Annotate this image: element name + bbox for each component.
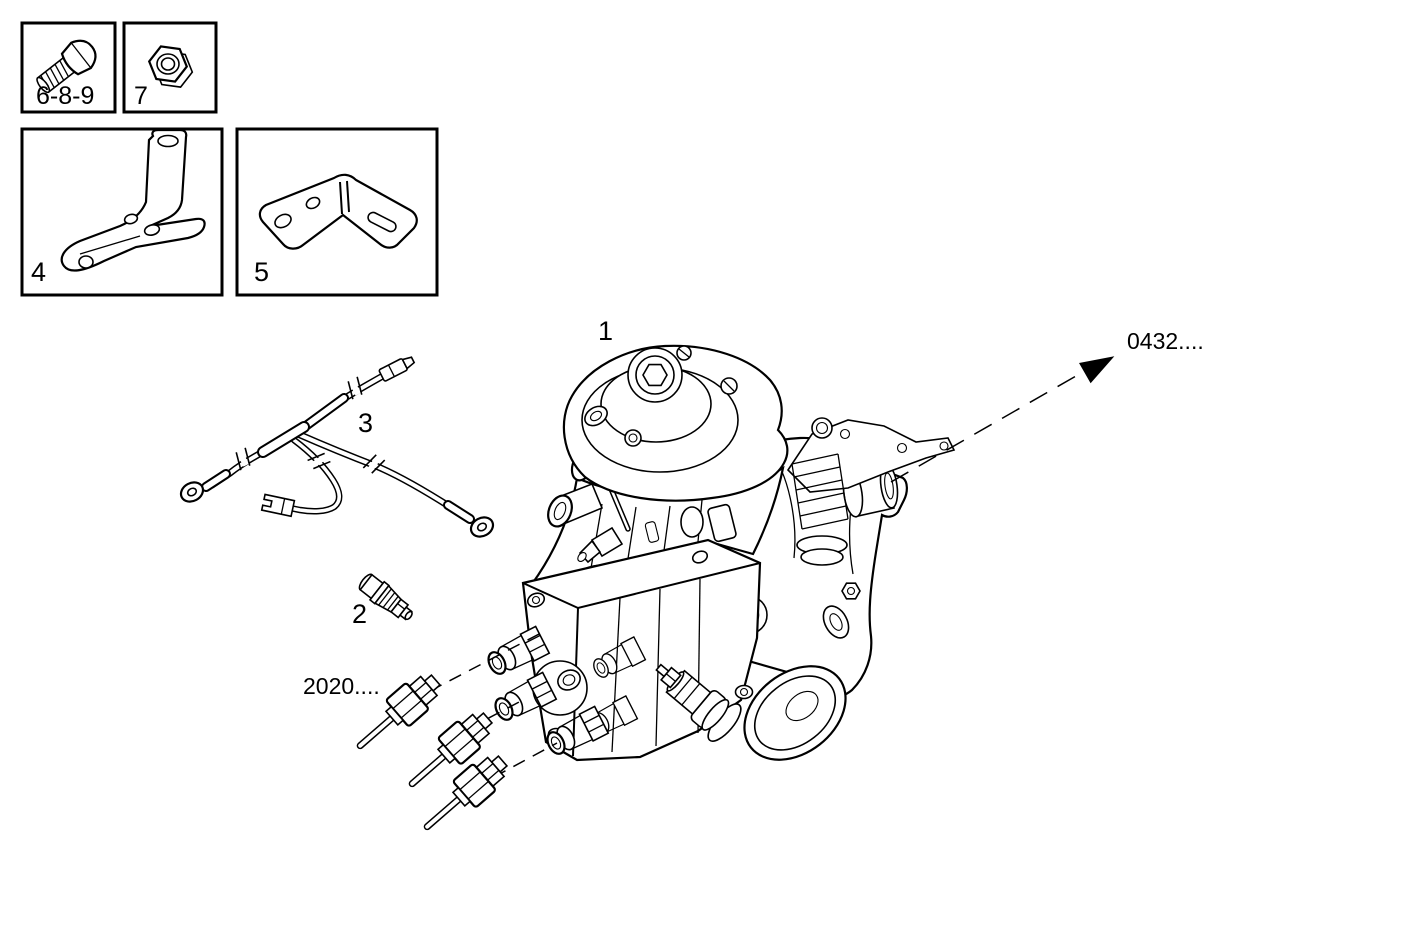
governor-cover: [562, 344, 789, 502]
callout-harness: 3: [358, 408, 374, 438]
union-fitting: [423, 755, 509, 831]
injection-pump-drawing: [487, 344, 956, 762]
hex-bolt-head: [841, 582, 861, 600]
callout-pump-ref: 0432....: [1127, 328, 1204, 354]
hex-bolt-drawing: [36, 39, 97, 94]
callout-bolt: 6-8-9: [36, 82, 95, 110]
hex-nut-drawing: [147, 45, 194, 88]
cable-break-mark: [307, 452, 331, 470]
union-fitting: [408, 712, 494, 788]
cable-break-mark: [362, 454, 386, 474]
center-hex-plug: [627, 347, 683, 403]
inset-box-bracket: [20, 127, 224, 297]
cable-break-mark: [235, 447, 251, 471]
ring-terminal-left: [179, 481, 205, 503]
inset-frame: [20, 127, 224, 297]
inset-box-nut: [122, 21, 218, 114]
callout-nut: 7: [134, 82, 148, 110]
delivery-port: [546, 705, 610, 755]
inset-box-bolt: [20, 21, 117, 114]
callout-union-ref: 2020....: [303, 673, 380, 699]
arrow-head: [1079, 356, 1115, 384]
angle-bracket-drawing: [258, 173, 418, 250]
callout-sensor: 2: [352, 599, 368, 629]
delivery-port: [593, 636, 647, 678]
spade-terminal-bottom: [260, 493, 296, 518]
drive-flange: [743, 665, 847, 761]
callout-pump: 1: [598, 316, 614, 346]
inset-box-angle-bracket: [235, 127, 439, 297]
inset-frame: [122, 21, 218, 114]
reference-arrow: [890, 356, 1115, 483]
support-bracket-drawing: [60, 128, 206, 272]
shutoff-solenoid: [655, 663, 742, 742]
sensor-drawing: [358, 573, 413, 621]
governor-spring: [791, 453, 849, 530]
governor-linkage-assembly: [786, 417, 956, 566]
union-fitting: [356, 674, 442, 750]
callout-angle-bracket: 5: [254, 257, 270, 287]
ring-terminal-right: [469, 516, 495, 538]
union-fittings-drawing: [356, 674, 509, 831]
leader-lines-unions: [429, 631, 558, 778]
wiring-harness-drawing: [179, 356, 495, 538]
callout-bracket: 4: [31, 257, 47, 287]
delivery-port: [487, 625, 551, 675]
spade-connector-top: [378, 356, 416, 382]
cable-break-mark: [347, 376, 363, 400]
